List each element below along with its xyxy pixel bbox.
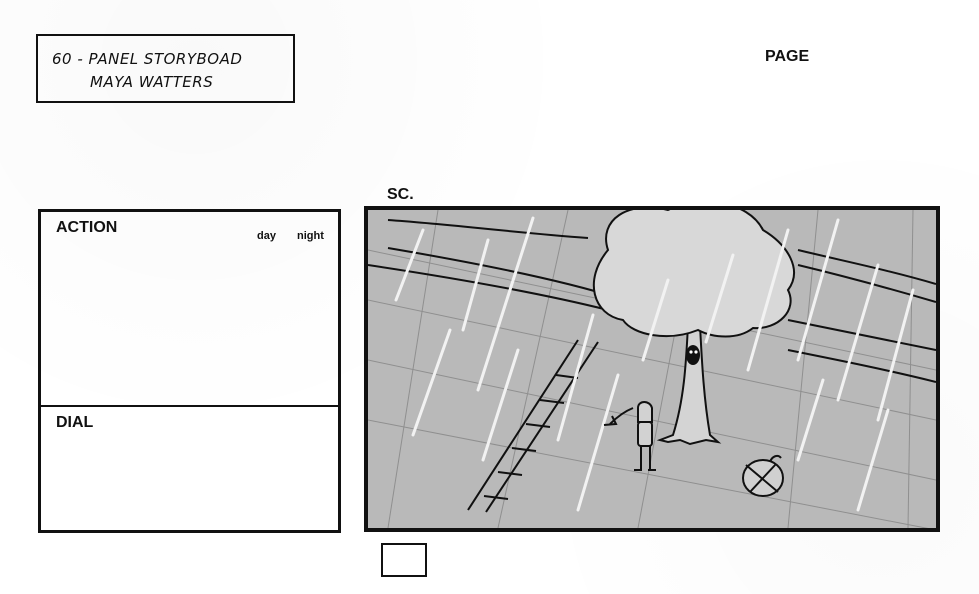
storyboard-frame: [364, 206, 940, 532]
storyboard-title: 60 - PANEL STORYBOAD: [52, 50, 243, 68]
author-name: MAYA WATTERS: [90, 73, 214, 91]
scene-illustration: [368, 210, 936, 528]
character: [634, 401, 656, 471]
notes-divider: [41, 405, 338, 407]
title-box: 60 - PANEL STORYBOAD MAYA WATTERS: [36, 34, 295, 103]
day-label[interactable]: day: [257, 230, 276, 242]
action-label: ACTION: [56, 219, 118, 236]
notes-panel: ACTION day night DIAL: [38, 209, 341, 533]
scene-label: SC.: [387, 186, 414, 203]
page-label: PAGE: [765, 48, 810, 65]
umbrella: [742, 454, 784, 497]
motion-arrow-head: [603, 415, 618, 426]
night-label[interactable]: night: [297, 230, 324, 242]
rain: [394, 216, 915, 512]
panel-number-box[interactable]: [381, 543, 427, 577]
tree: [592, 210, 795, 446]
dialogue-label: DIAL: [56, 414, 94, 431]
motion-arrow: [609, 407, 634, 425]
